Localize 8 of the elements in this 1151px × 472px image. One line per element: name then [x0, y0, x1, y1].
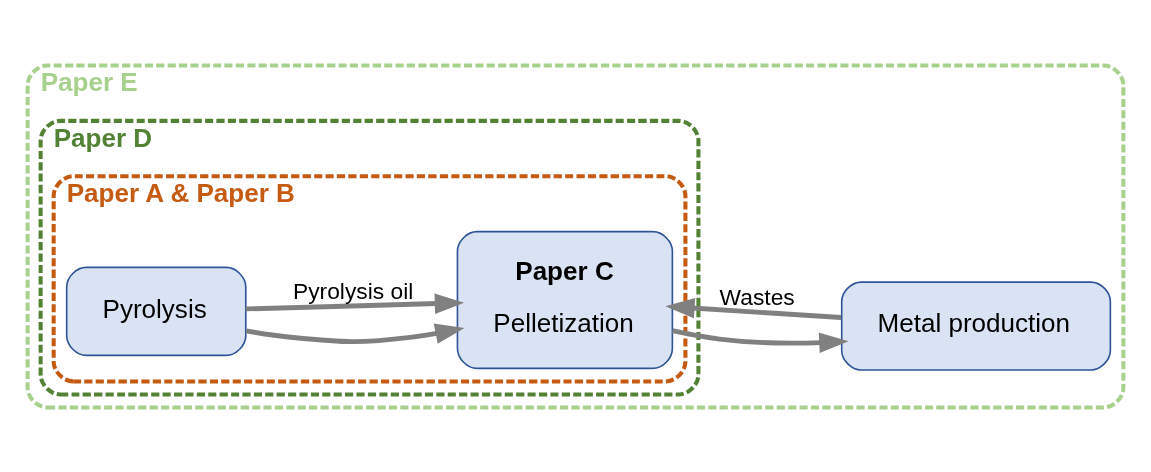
- node-box: Paper C Pelletization: [456, 230, 674, 369]
- edge-label: Pyrolysis oil: [293, 277, 414, 304]
- arrow: [665, 297, 842, 320]
- node-box: Pyrolysis: [65, 266, 247, 356]
- arrow: [245, 323, 465, 344]
- edge-label: Wastes: [719, 283, 795, 310]
- arrow: [245, 292, 465, 314]
- node-box: Metal production: [840, 280, 1112, 371]
